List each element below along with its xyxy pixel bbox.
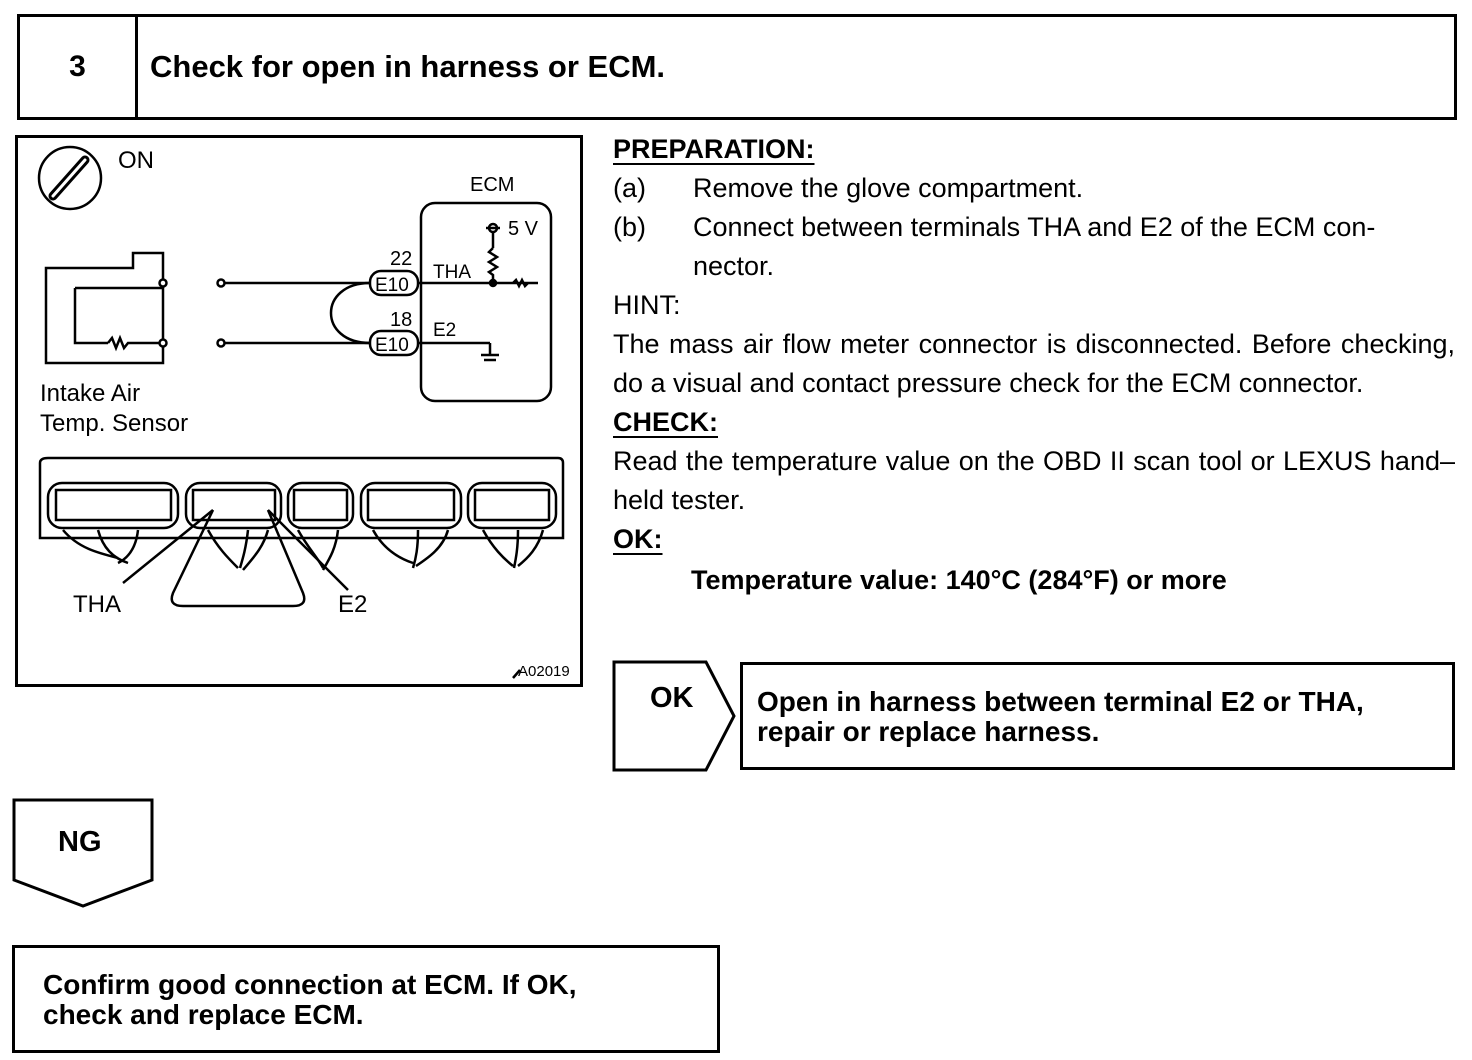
check-text: Read the temperature value on the OBD II… (613, 446, 1455, 515)
connector-tha-label: E10 (375, 275, 409, 296)
sensor-body (44, 251, 165, 365)
connector-cavity-3 (286, 481, 355, 530)
connector-cavity-2 (184, 481, 283, 530)
hint-heading: HINT: (613, 290, 681, 320)
jumper-wire (329, 281, 371, 345)
sensor-label-line2: Temp. Sensor (40, 410, 188, 437)
ok-spec-value: Temperature value: 140°C (284°F) or more (691, 565, 1227, 595)
connector-cavity-5 (466, 481, 558, 530)
callout-e2-label: E2 (338, 591, 367, 618)
ok-result-line1: Open in harness between terminal E2 or T… (757, 686, 1364, 717)
ok-spec-heading: OK: (613, 524, 663, 554)
ok-arrow-tag (612, 660, 736, 772)
item-label: (a) (613, 173, 646, 203)
wiring-diagram: ON ECM 5 V 22 18 E10 E10 THA E2 Intake A… (15, 135, 583, 687)
ng-result-box: Confirm good connection at ECM. If OK, c… (12, 945, 720, 1053)
signal-e2-label: E2 (433, 320, 456, 341)
preparation-heading: PREPARATION: (613, 134, 815, 164)
callout-tha-label: THA (73, 591, 121, 618)
pin-e2-number: 18 (390, 309, 412, 331)
connector-cavity-4 (359, 481, 463, 530)
ok-result-box: Open in harness between terminal E2 or T… (740, 662, 1455, 770)
figure-id: A02019 (518, 663, 570, 680)
ecm-connector-block (38, 456, 565, 540)
supply-voltage-label: 5 V (508, 218, 539, 240)
ecm-label: ECM (470, 174, 514, 196)
procedure-text: PREPARATION: (a) Remove the glove compar… (613, 130, 1455, 600)
ng-tag-label: NG (58, 826, 102, 858)
connector-cavity-1 (46, 481, 180, 530)
jumper-loop-callout (170, 509, 306, 608)
pin-tha-number: 22 (390, 248, 412, 270)
sensor-label-line1: Intake Air (40, 380, 140, 407)
step-number: 3 (20, 17, 138, 117)
ignition-switch-icon (37, 145, 103, 211)
item-text: Connect between terminals THA and E2 of … (693, 212, 1376, 281)
step-header: 3 Check for open in harness or ECM. (17, 14, 1457, 120)
item-text: Remove the glove compartment. (693, 173, 1084, 203)
ecm-box (419, 201, 553, 403)
ok-result-line2: repair or replace harness. (757, 716, 1100, 747)
ng-result-line2: check and replace ECM. (43, 999, 364, 1030)
connector-e2-label: E10 (375, 335, 409, 356)
check-heading: CHECK: (613, 407, 718, 437)
ok-tag-label: OK (650, 682, 694, 714)
wiring-diagram-svg: ON ECM 5 V 22 18 E10 E10 THA E2 Intake A… (37, 145, 570, 680)
hint-text: The mass air flow meter connector is dis… (613, 329, 1455, 398)
ng-result-line1: Confirm good connection at ECM. If OK, (43, 969, 577, 1000)
ignition-on-label: ON (118, 147, 154, 174)
preparation-item-a: (a) Remove the glove compartment. (613, 169, 1455, 208)
ng-arrow-tag (12, 798, 154, 908)
item-label: (b) (613, 212, 646, 242)
step-title: Check for open in harness or ECM. (150, 49, 666, 84)
preparation-item-b: (b) Connect between terminals THA and E2… (613, 208, 1455, 286)
signal-tha-label: THA (433, 262, 471, 283)
